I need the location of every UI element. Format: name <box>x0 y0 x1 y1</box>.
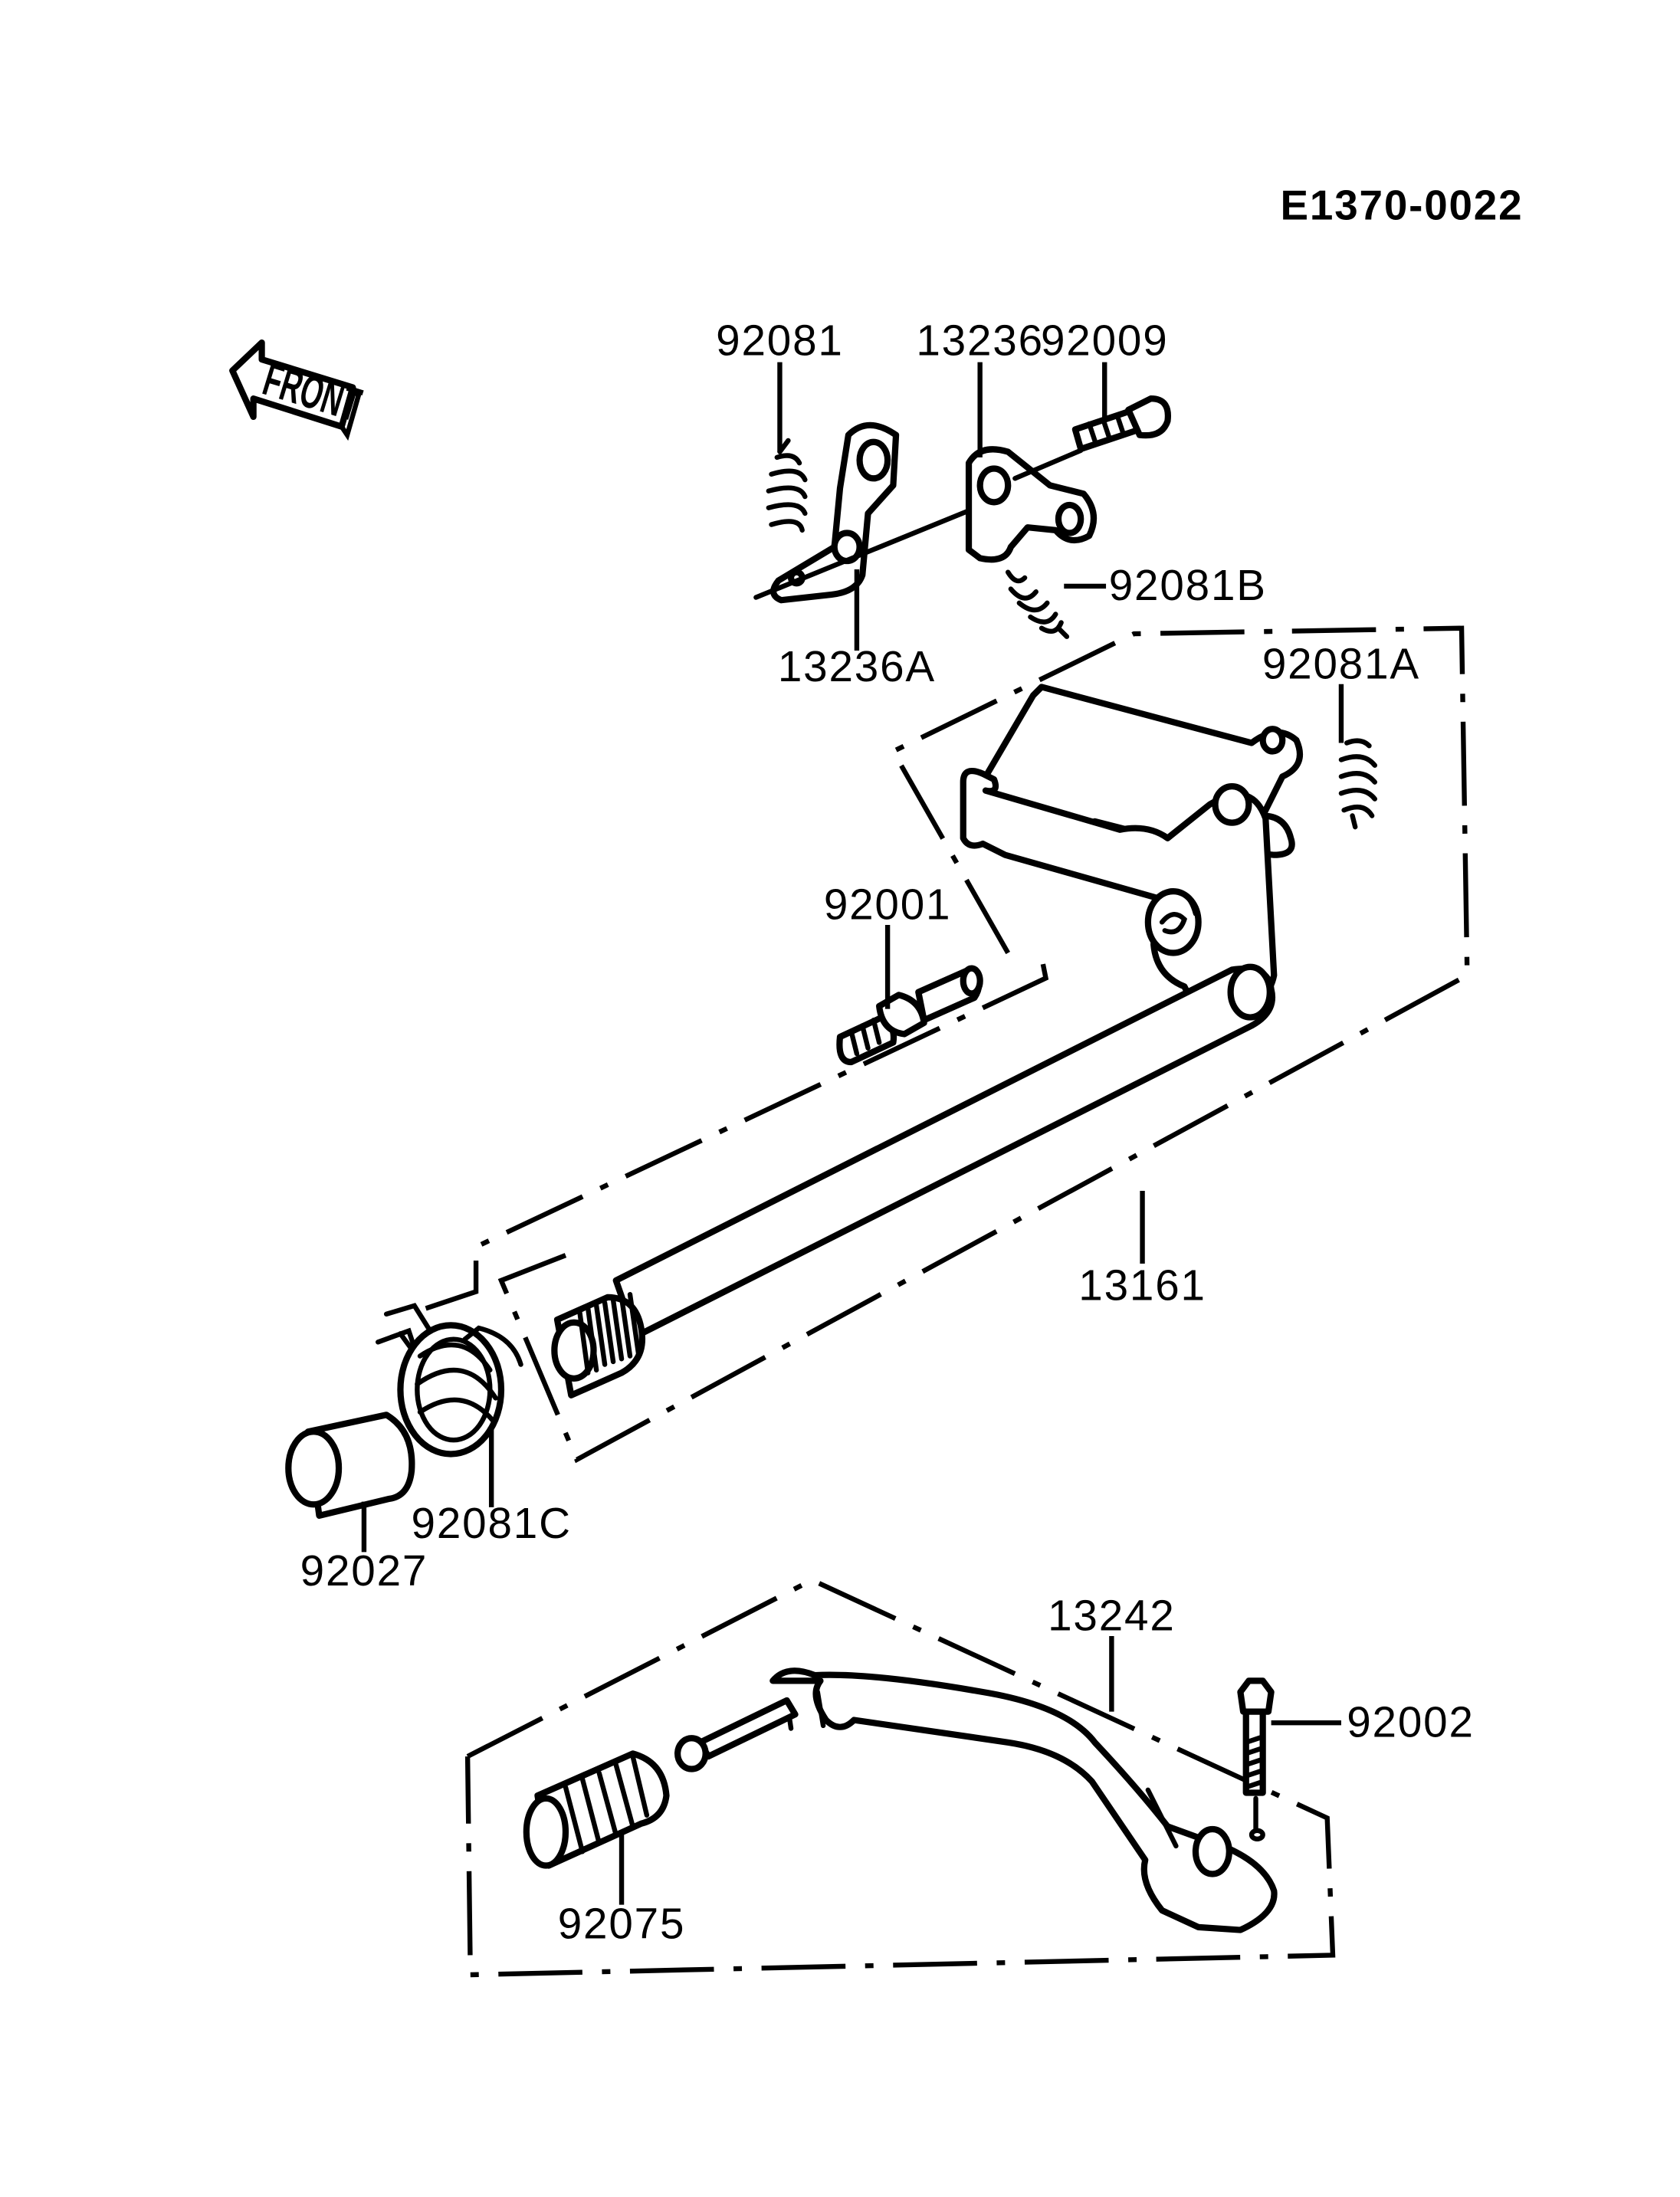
spring-92081 <box>766 438 808 533</box>
shift-arm-13236a <box>770 421 900 604</box>
spring-92081a <box>1338 738 1377 830</box>
shift-shaft-13161 <box>551 963 1275 1399</box>
label-92009: 92009 <box>1041 316 1169 365</box>
label-13161: 13161 <box>1078 1261 1206 1310</box>
label-92081b: 92081B <box>1109 561 1267 609</box>
label-92075: 92075 <box>558 1900 686 1948</box>
collar-92027 <box>285 1412 415 1519</box>
label-92027: 92027 <box>300 1546 428 1595</box>
label-92002: 92002 <box>1347 1697 1475 1746</box>
label-92001: 92001 <box>824 880 952 929</box>
label-13236: 13236 <box>916 316 1044 365</box>
shift-fork-plate <box>960 684 1304 1015</box>
spring-92081b <box>1006 569 1070 639</box>
shaft-inner-boundary <box>416 963 1049 1314</box>
pedal-assembly-boundary <box>464 1577 1336 1978</box>
label-13236a: 13236A <box>778 642 936 690</box>
pedal-rubber-92075 <box>523 1750 670 1869</box>
shaft-assembly-boundary <box>497 625 1470 1464</box>
drawing-code: E1370-0022 <box>1281 181 1524 228</box>
label-92081a: 92081A <box>1262 640 1420 688</box>
label-13242: 13242 <box>1048 1592 1176 1640</box>
label-92081c: 92081C <box>412 1499 572 1547</box>
axis-line <box>1012 448 1084 481</box>
bolt-92002 <box>1237 1677 1275 1796</box>
return-spring-92081c <box>376 1303 523 1458</box>
shift-pedal-13242 <box>674 1667 1278 1933</box>
front-label: FRONT <box>258 353 367 432</box>
shift-arm-13236 <box>965 446 1098 563</box>
stud-92001 <box>836 965 983 1066</box>
bolt-92009 <box>1071 395 1171 453</box>
front-arrow-icon: FRONT <box>229 339 367 441</box>
label-92081: 92081 <box>716 316 844 365</box>
axis-line <box>753 502 986 600</box>
